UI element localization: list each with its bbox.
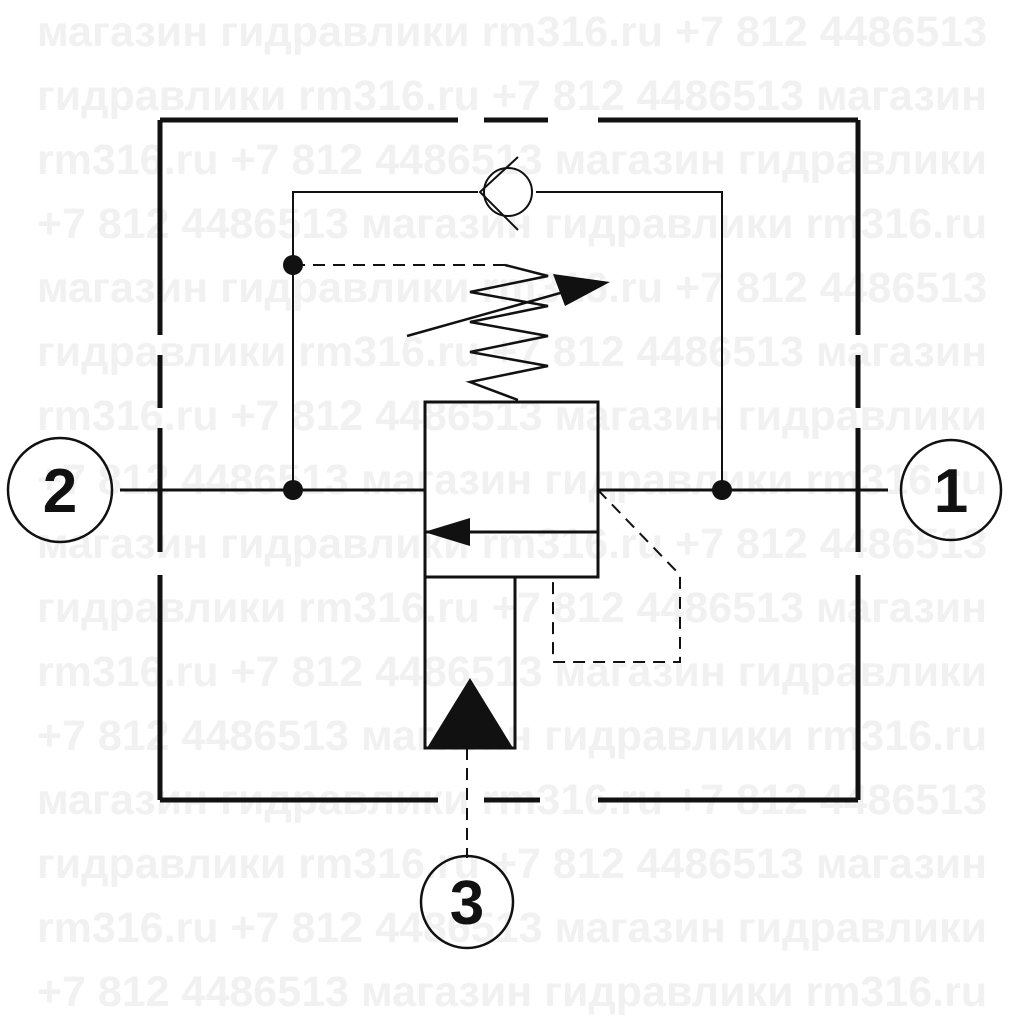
dashed-drain-line (552, 489, 681, 663)
adjustable-arrow (406, 286, 579, 338)
junction-dot (283, 255, 303, 275)
adjustable-arrowhead (553, 274, 610, 306)
port-1-label: 1 (934, 457, 968, 526)
junction-dot (712, 480, 732, 500)
port-2-circle (6, 436, 114, 544)
pilot-lines (292, 191, 723, 490)
port-1-circle (899, 438, 1003, 542)
junction-dot (283, 480, 303, 500)
valve-spool-box (423, 400, 600, 579)
flow-arrowhead (424, 518, 470, 546)
pressure-triangle (427, 678, 513, 748)
port-3-circle (419, 854, 515, 950)
port-3-label: 3 (450, 869, 484, 938)
check-valve (478, 156, 533, 231)
spring (465, 263, 549, 402)
port-circles (6, 436, 1003, 950)
port-2-label: 2 (43, 457, 77, 526)
